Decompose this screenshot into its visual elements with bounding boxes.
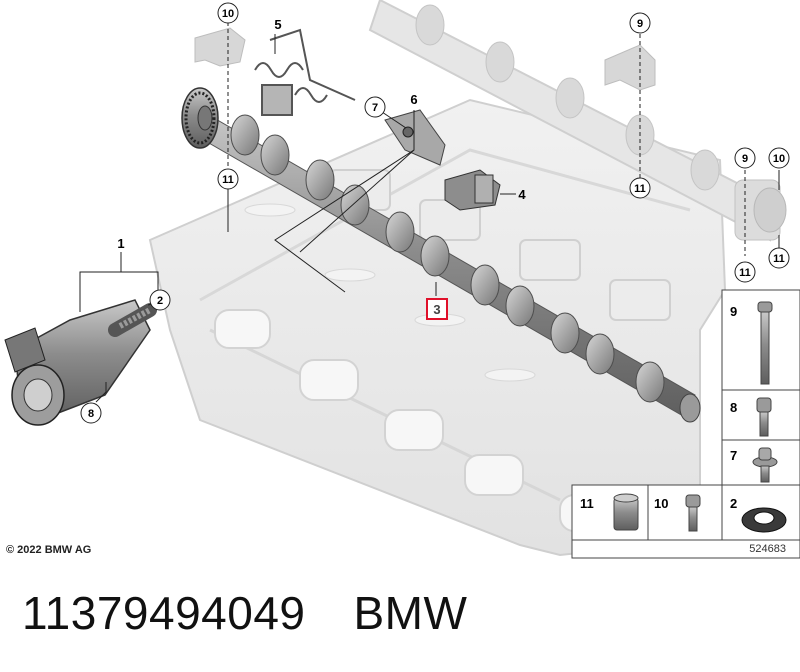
svg-text:9: 9 [637, 18, 643, 30]
legend-item-2[interactable]: 2 [730, 496, 787, 533]
svg-text:9: 9 [730, 304, 737, 319]
solenoid-valve [444, 169, 501, 211]
callout-10-top[interactable]: 10 [217, 2, 239, 24]
callout-11-left[interactable]: 11 [217, 168, 239, 190]
vanos-actuator [4, 299, 157, 426]
drawing-number: 524683 [749, 543, 786, 555]
svg-text:11: 11 [739, 267, 751, 279]
exhaust-camshaft-ghost [368, 0, 787, 242]
camshaft-sprocket [181, 87, 219, 149]
svg-text:8: 8 [730, 400, 737, 415]
legend-item-7[interactable]: 7 [730, 447, 778, 483]
svg-text:7: 7 [372, 102, 378, 114]
callout-5[interactable]: 5 [274, 17, 281, 32]
callout-7[interactable]: 7 [364, 96, 386, 118]
svg-text:10: 10 [773, 153, 785, 165]
intake-camshaft [194, 109, 701, 423]
callout-6[interactable]: 6 [410, 92, 417, 107]
copyright-text: © 2022 BMW AG [6, 544, 91, 556]
svg-text:11: 11 [773, 253, 785, 265]
brand-name: BMW [353, 587, 468, 639]
svg-text:11: 11 [580, 496, 594, 511]
part-caption: 11379494049 BMW [22, 586, 467, 640]
svg-text:8: 8 [88, 408, 94, 420]
callout-9-end[interactable]: 9 [734, 147, 756, 169]
bearing-cap-ghost [194, 27, 656, 91]
svg-text:9: 9 [742, 153, 748, 165]
svg-text:2: 2 [730, 496, 737, 511]
svg-text:7: 7 [730, 448, 737, 463]
rocker-ghosts [244, 203, 536, 382]
callout-9-right[interactable]: 9 [629, 12, 651, 34]
callout-11-end-a[interactable]: 11 [768, 247, 790, 269]
legend-item-9[interactable]: 9 [730, 301, 773, 385]
svg-text:10: 10 [654, 496, 668, 511]
svg-text:11: 11 [222, 174, 234, 186]
svg-text:2: 2 [157, 295, 163, 307]
leader-lines [79, 22, 780, 403]
callout-2[interactable]: 2 [149, 289, 171, 311]
callout-4[interactable]: 4 [518, 187, 526, 202]
callout-11-end-b[interactable]: 11 [734, 261, 756, 283]
callout-8[interactable]: 8 [80, 402, 102, 424]
cylinder-head-outline [148, 98, 727, 557]
part-number: 11379494049 [22, 587, 306, 639]
callout-3-highlighted[interactable]: 3 [426, 298, 448, 320]
callout-1[interactable]: 1 [117, 236, 124, 251]
legend-item-11[interactable]: 11 [580, 493, 639, 531]
svg-text:11: 11 [634, 183, 646, 195]
legend-item-8[interactable]: 8 [730, 397, 772, 437]
parts-legend: 9 8 7 2 11 10 524683 [571, 289, 800, 559]
legend-item-10[interactable]: 10 [654, 494, 701, 532]
spring-clip [254, 28, 356, 116]
parts-diagram: 10 11 7 2 8 9 11 9 10 11 11 1 5 6 4 [4, 0, 800, 559]
callout-11-right[interactable]: 11 [629, 177, 651, 199]
callout-10-end[interactable]: 10 [768, 147, 790, 169]
svg-text:3: 3 [433, 302, 440, 317]
svg-text:10: 10 [222, 8, 234, 20]
